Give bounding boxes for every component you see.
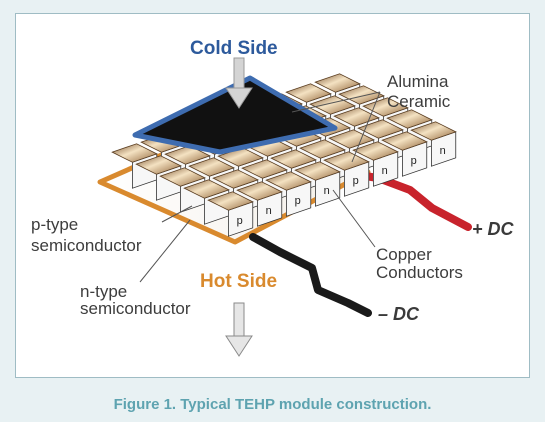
copper-conductor <box>386 109 433 129</box>
n-pellet-label: n <box>382 165 388 177</box>
ptype-label-line1: p-type <box>31 215 79 234</box>
hot-side-label: Hot Side <box>200 271 278 292</box>
copper-conductor <box>357 119 404 139</box>
arrow-down-icon <box>225 57 253 109</box>
copper-conductor <box>188 157 235 177</box>
figure-caption: Figure 1. Typical TEHP module constructi… <box>113 396 432 413</box>
copper-conductor <box>212 169 259 189</box>
copper-conductor <box>362 97 409 117</box>
plus-dc-label: + DC <box>472 219 514 239</box>
copper-conductor <box>294 161 341 181</box>
copper-conductor <box>265 171 312 191</box>
copper-label-line1: Copper <box>376 245 432 264</box>
copper-conductor <box>236 181 283 201</box>
copper-conductor <box>352 141 399 161</box>
copper-conductor <box>410 121 457 141</box>
leader-lines <box>139 91 381 283</box>
copper-label-line2: Conductors <box>376 263 463 282</box>
ptype-label-line2: semiconductor <box>31 236 142 255</box>
negative-wire <box>249 233 372 317</box>
copper-conductor <box>159 167 206 187</box>
minus-dc-label: – DC <box>378 304 420 324</box>
p-pellet-label: p <box>353 175 359 187</box>
copper-conductor <box>314 73 361 93</box>
n-pellet-label: n <box>324 185 330 197</box>
ntype-label-line1: n-type <box>80 282 128 301</box>
ntype-label-line2: semiconductor <box>80 299 191 318</box>
copper-conductor <box>338 85 385 105</box>
p-pellet-label: p <box>411 155 417 167</box>
copper-conductor <box>299 139 346 159</box>
copper-conductor <box>241 159 288 179</box>
copper-conductor <box>270 149 317 169</box>
cold-side-label: Cold Side <box>190 38 278 59</box>
copper-conductor <box>135 155 182 175</box>
copper-conductor <box>285 83 332 103</box>
copper-conductor <box>183 179 230 199</box>
arrow-down-icon <box>225 302 253 357</box>
positive-wire <box>348 170 472 231</box>
n-pellet-label: n <box>266 205 272 217</box>
alumina-label-line2: Ceramic <box>387 92 451 111</box>
copper-conductor <box>381 131 428 151</box>
p-pellet-label: p <box>237 215 243 227</box>
copper-conductor <box>111 143 158 163</box>
copper-conductor <box>323 151 370 171</box>
top-ceramic-plate <box>132 75 338 155</box>
copper-conductor <box>207 191 254 211</box>
n-pellet-label: n <box>440 145 446 157</box>
p-pellet-label: p <box>295 195 301 207</box>
alumina-label-line1: Alumina <box>387 72 449 91</box>
copper-conductor <box>164 145 211 165</box>
